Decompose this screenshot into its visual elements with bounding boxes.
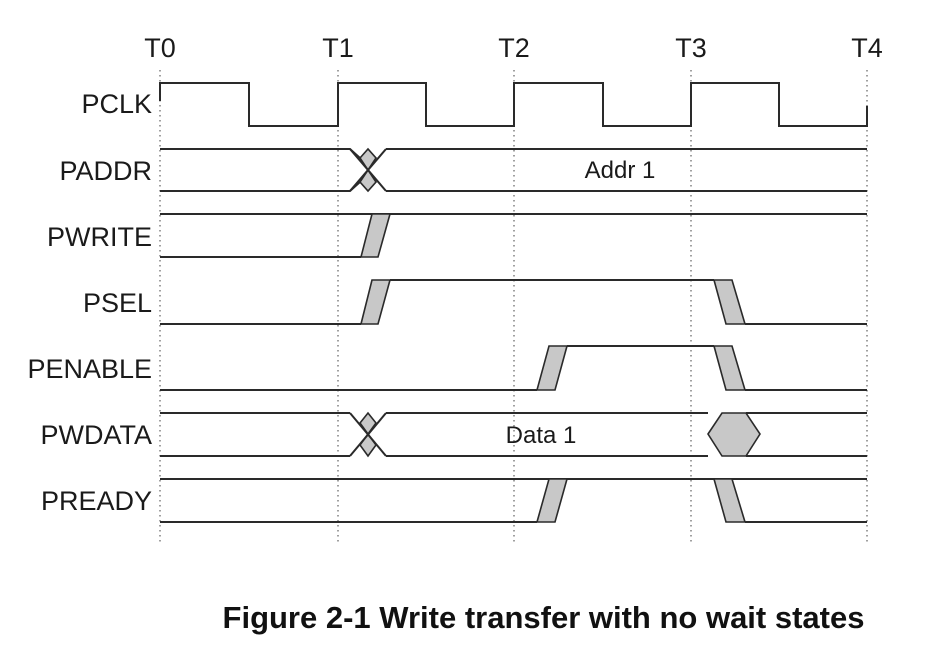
waveform-pready xyxy=(160,478,867,523)
waveform-pwrite xyxy=(160,213,867,258)
waveform-penable xyxy=(160,345,867,391)
signal-label-penable: PENABLE xyxy=(27,354,152,384)
penable-rise xyxy=(535,345,569,391)
paddr-x-right xyxy=(349,148,387,192)
psel-fall xyxy=(712,279,747,325)
time-marker-t0: T0 xyxy=(144,33,176,63)
psel-rise xyxy=(359,279,392,325)
pclk-wave xyxy=(159,82,868,127)
time-markers: T0 T1 T2 T3 T4 xyxy=(144,33,883,63)
pwdata-transition-2 xyxy=(707,412,761,457)
signal-label-pwdata: PWDATA xyxy=(41,420,153,450)
waveform-paddr: Addr 1 xyxy=(160,147,867,193)
paddr-value-label: Addr 1 xyxy=(585,157,656,184)
time-marker-t3: T3 xyxy=(675,33,707,63)
figure-caption: Figure 2-1 Write transfer with no wait s… xyxy=(222,600,865,635)
time-marker-t1: T1 xyxy=(322,33,354,63)
waveform-psel xyxy=(160,279,867,325)
waveform-pwdata: Data 1 xyxy=(160,411,867,458)
time-marker-t2: T2 xyxy=(498,33,530,63)
signal-label-pwrite: PWRITE xyxy=(47,222,152,252)
pwdata-x1-right xyxy=(349,412,387,457)
signal-label-pclk: PCLK xyxy=(81,89,152,119)
pwdata-value-label: Data 1 xyxy=(506,422,577,449)
pwrite-transition xyxy=(359,213,392,258)
penable-fall xyxy=(712,345,747,391)
waveform-pclk xyxy=(159,82,868,127)
paddr-lower-left xyxy=(160,181,361,192)
signal-label-paddr: PADDR xyxy=(59,156,152,186)
signal-label-pready: PREADY xyxy=(41,486,152,516)
paddr-upper-left xyxy=(160,148,361,159)
pready-fall xyxy=(712,478,747,523)
pready-rise xyxy=(535,478,569,523)
signal-label-psel: PSEL xyxy=(83,288,152,318)
time-gridlines xyxy=(159,70,868,545)
signal-labels: PCLK PADDR PWRITE PSEL PENABLE PWDATA PR… xyxy=(27,89,152,516)
time-marker-t4: T4 xyxy=(851,33,883,63)
